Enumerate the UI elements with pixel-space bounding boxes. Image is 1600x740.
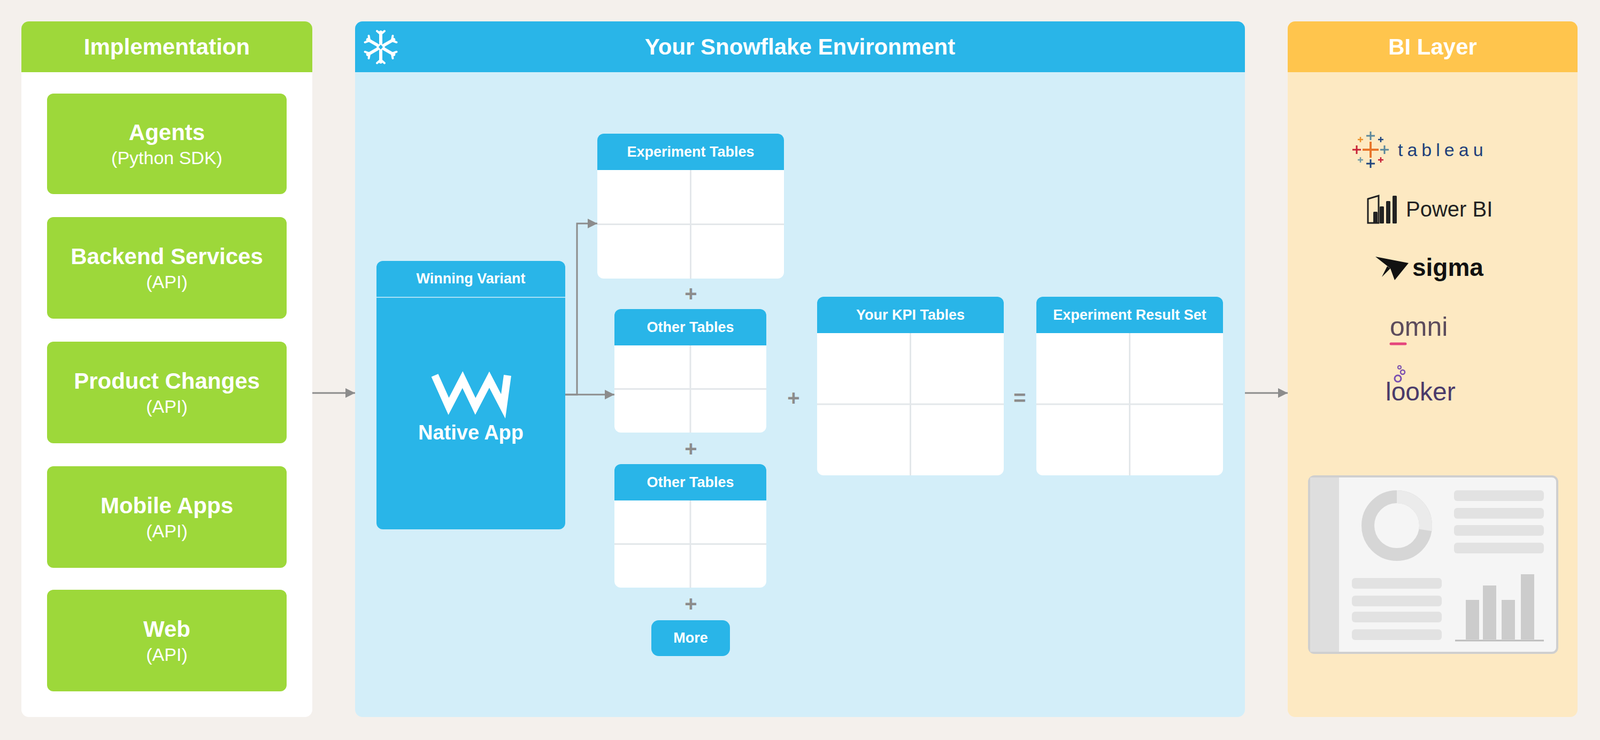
panel-title: BI Layer (1388, 34, 1478, 60)
table-box: Experiment Result Set (1036, 296, 1223, 476)
bi-logo-text: omni (1389, 309, 1448, 344)
label-holder: + (669, 431, 713, 466)
table-box: Other Tables (614, 309, 767, 433)
label-holder: + (669, 586, 713, 621)
source-box: Agents(Python SDK) (47, 93, 287, 195)
label-holder: sigma (1412, 250, 1484, 285)
table-box: Your KPI Tables (817, 296, 1004, 476)
box-subtitle: (API) (145, 270, 188, 294)
plus-sign: + (787, 380, 800, 415)
snowflake-icon (363, 29, 398, 65)
table-header: Other Tables (614, 309, 767, 346)
bi-logo-text: looker (1385, 374, 1456, 410)
source-box: Backend Services(API) (47, 217, 287, 319)
plus-sign: + (684, 586, 697, 621)
box-title: Web (143, 615, 191, 644)
table-grid (614, 500, 767, 588)
plus-sign: + (684, 431, 697, 466)
table-grid (597, 170, 784, 279)
equals-sign: = (1013, 380, 1026, 415)
bi-logo-text: sigma (1412, 250, 1484, 285)
app-name-holder: Native App (376, 421, 566, 445)
flow-arrow (312, 392, 356, 395)
source-box: Web(API) (47, 589, 287, 692)
flow-arrow (565, 394, 615, 396)
label-holder: Power BI (1405, 191, 1493, 227)
box-title: Backend Services (70, 242, 264, 272)
label-holder: + (669, 276, 713, 311)
flow-arrow (565, 223, 598, 395)
box-subtitle: (API) (145, 519, 188, 543)
table-box: Other Tables (614, 464, 767, 588)
box-title: Agents (128, 118, 205, 148)
table-header: Other Tables (614, 464, 767, 501)
box-title: Product Changes (73, 367, 260, 396)
box-subtitle: (Python SDK) (111, 146, 223, 170)
table-grid (1036, 333, 1223, 476)
app-header-text: Winning Variant (416, 270, 526, 288)
table-title: Other Tables (646, 319, 734, 336)
app-name: Native App (418, 421, 524, 445)
label-holder: = (998, 380, 1042, 415)
section-panel: ImplementationAgents(Python SDK) Backend … (21, 21, 313, 718)
source-box: Mobile Apps(API) (47, 466, 287, 568)
app-logo (432, 372, 510, 410)
box-subtitle: (API) (145, 643, 188, 667)
label-holder: + (772, 380, 815, 415)
table-header: Experiment Tables (597, 133, 784, 171)
table-title: Your KPI Tables (856, 306, 965, 324)
section-panel: BI Layer tableauPower BI sigma omni looker (1287, 21, 1578, 718)
panel-header: Implementation (21, 21, 313, 73)
label-holder: looker (1385, 374, 1456, 410)
section-panel: Your Snowflake EnvironmentWinning Varian… (355, 21, 1245, 718)
button-text: More (673, 629, 709, 647)
logo-icons (1287, 21, 1578, 718)
box-subtitle: (API) (145, 395, 188, 419)
label-holder: omni (1389, 309, 1448, 344)
table-grid (817, 333, 1004, 476)
label-holder: tableau (1397, 132, 1488, 167)
table-title: Experiment Result Set (1052, 306, 1207, 324)
more-button: More (651, 620, 730, 657)
panel-title: Implementation (83, 34, 250, 60)
source-box: Product Changes(API) (47, 341, 287, 444)
panel-header: Your Snowflake Environment (355, 21, 1245, 73)
table-title: Experiment Tables (626, 143, 755, 161)
table-header: Your KPI Tables (817, 296, 1004, 334)
plus-sign: + (684, 276, 697, 311)
box-title: Mobile Apps (100, 491, 234, 521)
table-box: Experiment Tables (597, 133, 784, 279)
table-header: Experiment Result Set (1036, 296, 1223, 334)
app-header: Winning Variant (376, 260, 566, 298)
panel-header: BI Layer (1287, 21, 1578, 73)
panel-title: Your Snowflake Environment (644, 34, 956, 60)
table-title: Other Tables (646, 474, 734, 491)
bi-logo-text: Power BI (1405, 191, 1493, 227)
app-box: Winning VariantNative App (376, 260, 566, 530)
flow-arrow (1244, 392, 1288, 395)
bi-logo-text: tableau (1397, 132, 1488, 167)
table-grid (614, 345, 767, 433)
